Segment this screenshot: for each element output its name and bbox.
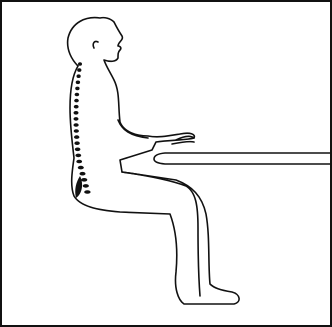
vertebra [75, 93, 80, 97]
vertebra [83, 184, 89, 188]
vertebra [78, 166, 84, 170]
vertebra [74, 99, 79, 103]
vertebra [74, 105, 79, 109]
vertebra [74, 123, 79, 127]
vertebra [76, 81, 80, 85]
vertebra [76, 160, 82, 164]
vertebra [77, 68, 81, 72]
vertebra [81, 178, 87, 182]
vertebra [75, 87, 79, 91]
vertebra [75, 154, 81, 158]
vertebra [80, 172, 86, 176]
vertebra [78, 62, 82, 66]
vertebra [74, 117, 79, 121]
vertebra [74, 141, 79, 145]
vertebra [74, 129, 79, 133]
vertebra [77, 74, 81, 78]
vertebra [75, 148, 81, 152]
vertebra [74, 111, 79, 115]
vertebra [84, 190, 90, 194]
vertebra [74, 135, 79, 139]
